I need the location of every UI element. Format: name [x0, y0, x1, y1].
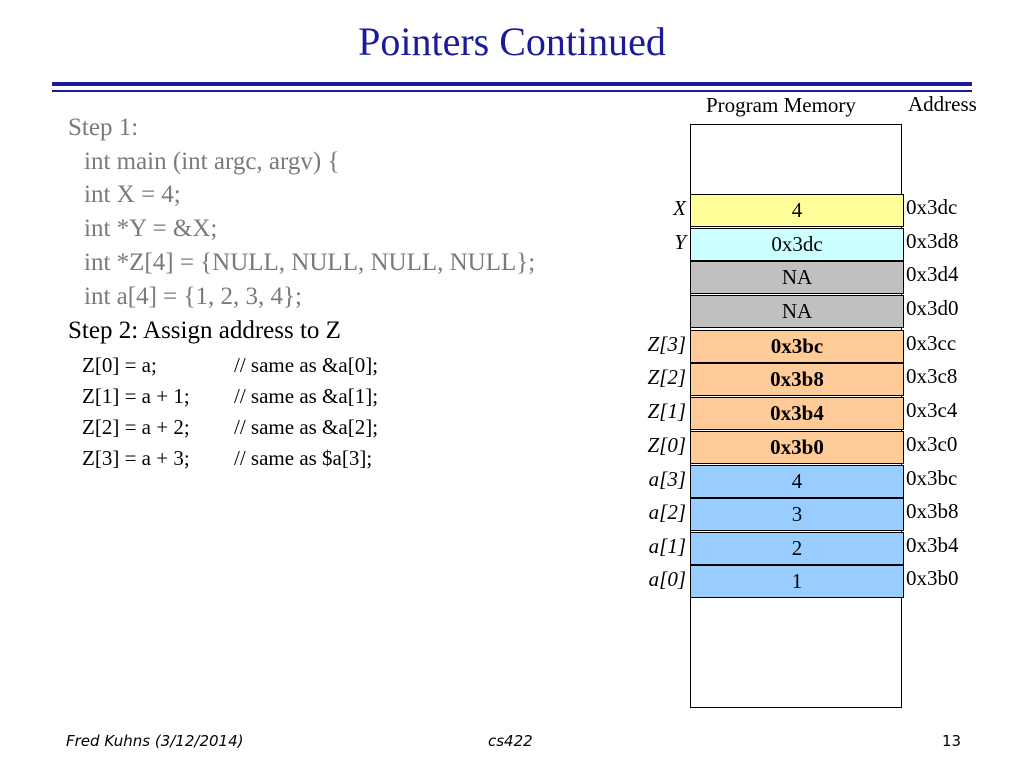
- memory-cell-label: X: [673, 196, 686, 220]
- assignment-comment: // same as $a[3];: [234, 446, 373, 470]
- address-header: Address: [908, 92, 977, 116]
- assignment-statement: Z[0] = a;: [82, 353, 157, 377]
- memory-cell-label: a[0]: [648, 567, 686, 591]
- code-line: int main (int argc, argv) {: [84, 148, 340, 175]
- memory-address: 0x3c8: [906, 364, 958, 388]
- memory-cell: 0x3dc: [690, 228, 904, 261]
- memory-cell: 0x3b0: [690, 431, 904, 464]
- memory-address: 0x3b4: [906, 533, 959, 557]
- memory-cell: 1: [690, 565, 904, 598]
- memory-cell: 4: [690, 465, 904, 498]
- memory-cell: 4: [690, 194, 904, 227]
- memory-cell: 0x3bc: [690, 330, 904, 363]
- code-line: int *Z[4] = {NULL, NULL, NULL, NULL};: [84, 249, 536, 276]
- code-line: int X = 4;: [84, 181, 181, 208]
- memory-address: 0x3c0: [906, 432, 958, 456]
- memory-cell-label: Z[0]: [647, 433, 686, 457]
- program-memory-header: Program Memory: [706, 93, 856, 117]
- step2-heading: Step 2: Assign address to Z: [68, 317, 341, 344]
- memory-address: 0x3b0: [906, 566, 959, 590]
- memory-cell: 0x3b4: [690, 397, 904, 430]
- code-line: int a[4] = {1, 2, 3, 4};: [84, 283, 302, 310]
- footer-author: Fred Kuhns (3/12/2014): [66, 732, 244, 750]
- memory-cell-label: Z[3]: [647, 332, 686, 356]
- memory-cell: NA: [690, 295, 904, 328]
- memory-address: 0x3dc: [906, 195, 958, 219]
- memory-cell: 0x3b8: [690, 363, 904, 396]
- assignment-comment: // same as &a[0];: [234, 353, 379, 377]
- memory-cell-label: Y: [674, 230, 686, 254]
- memory-cell: 3: [690, 498, 904, 531]
- assignment-statement: Z[3] = a + 3;: [82, 446, 190, 470]
- title-rule-thick: [52, 82, 972, 86]
- code-line: int *Y = &X;: [84, 215, 218, 242]
- memory-cell-label: a[3]: [648, 467, 686, 491]
- footer-course: cs422: [488, 732, 533, 750]
- footer-page-number: 13: [942, 732, 962, 750]
- title-rule-thin: [52, 90, 972, 92]
- step1-heading: Step 1:: [68, 114, 139, 141]
- memory-address: 0x3cc: [906, 331, 957, 355]
- memory-cell-label: a[1]: [648, 534, 686, 558]
- assignment-statement: Z[1] = a + 1;: [82, 384, 190, 408]
- slide-title: Pointers Continued: [358, 19, 666, 64]
- memory-address: 0x3d4: [906, 262, 959, 286]
- memory-cell-label: Z[1]: [647, 399, 686, 423]
- assignment-statement: Z[2] = a + 2;: [82, 415, 190, 439]
- memory-cell-label: a[2]: [648, 500, 686, 524]
- assignment-comment: // same as &a[1];: [234, 384, 379, 408]
- memory-address: 0x3c4: [906, 398, 958, 422]
- memory-address: 0x3bc: [906, 466, 958, 490]
- memory-address: 0x3d8: [906, 229, 959, 253]
- memory-address: 0x3b8: [906, 499, 959, 523]
- memory-address: 0x3d0: [906, 296, 959, 320]
- memory-cell: NA: [690, 261, 904, 294]
- memory-cell: 2: [690, 532, 904, 565]
- assignment-comment: // same as &a[2];: [234, 415, 379, 439]
- memory-cell-label: Z[2]: [647, 365, 686, 389]
